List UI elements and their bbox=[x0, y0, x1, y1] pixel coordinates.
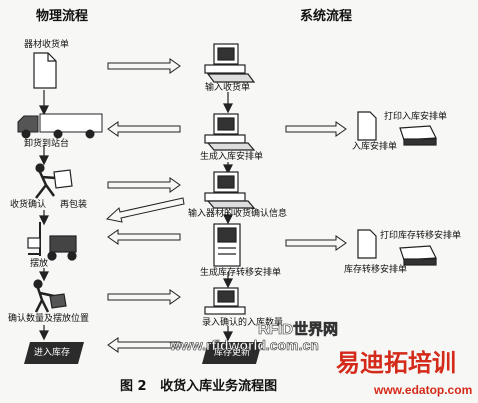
computer-icon bbox=[204, 171, 256, 209]
physical-step-label: 收货确认 bbox=[10, 200, 47, 210]
system-step-label: 输入器材的收货确认信息 bbox=[188, 209, 288, 219]
arrow-right bbox=[107, 289, 181, 305]
physical-step-label: 进入库存 bbox=[34, 348, 71, 358]
stock-update-icon bbox=[202, 342, 262, 364]
system-flow-line bbox=[223, 92, 233, 342]
computer-icon bbox=[204, 43, 256, 83]
printer-icon bbox=[399, 125, 437, 146]
edatop-watermark: 易迪拓培训 bbox=[336, 350, 456, 377]
physical-flow-line bbox=[39, 90, 49, 341]
document-label: 入库安排单 bbox=[352, 142, 398, 152]
physical-step-label: 器材收货单 bbox=[24, 40, 70, 50]
physical-flow-header: 物理流程 bbox=[36, 9, 89, 24]
edatop-url-watermark: www.edatop.com bbox=[374, 383, 473, 397]
figure-caption: 图 2 收货入库业务流程图 bbox=[120, 379, 278, 394]
arrow-left bbox=[107, 337, 181, 353]
arrow-left bbox=[107, 229, 181, 245]
truck-icon bbox=[17, 113, 103, 139]
system-step-label: 库存更新 bbox=[214, 348, 251, 358]
forklift-icon bbox=[27, 222, 77, 261]
worker-box-icon bbox=[35, 163, 73, 199]
system-flow-header: 系统流程 bbox=[300, 9, 353, 24]
stock-icon bbox=[24, 342, 84, 364]
rfidworld-watermark: RFID世界网 bbox=[258, 321, 339, 338]
arrow-right bbox=[285, 121, 347, 137]
arrow-right bbox=[285, 235, 347, 251]
document-icon bbox=[357, 111, 377, 141]
arrow-right bbox=[107, 58, 181, 74]
physical-step-label: 确认数量及摆放位置 bbox=[8, 314, 90, 324]
physical-step-label: 再包装 bbox=[60, 200, 88, 210]
print-label: 打印入库安排单 bbox=[384, 112, 448, 122]
system-step-label: 输入收货单 bbox=[205, 83, 251, 93]
print-label: 打印库存转移安排单 bbox=[380, 231, 462, 241]
arrow-right bbox=[107, 177, 181, 193]
arrow-left bbox=[107, 121, 181, 137]
physical-step-label: 卸货到站台 bbox=[24, 139, 70, 149]
document-icon bbox=[33, 52, 57, 89]
computer-icon bbox=[204, 287, 246, 315]
worker-pallet-icon bbox=[33, 279, 67, 313]
rfidworld-url-watermark: www.rfidworld.com.cn bbox=[170, 337, 319, 353]
system-step-label: 生成入库安排单 bbox=[200, 152, 264, 162]
document-label: 库存转移安排单 bbox=[344, 265, 408, 275]
physical-step-label: 摆放 bbox=[30, 259, 49, 269]
arrow-left-diagonal bbox=[105, 197, 185, 223]
system-step-label: 生成库存转移安排单 bbox=[200, 268, 282, 278]
system-step-label: 录入确认的入库数量 bbox=[202, 318, 284, 328]
server-icon bbox=[213, 223, 241, 267]
document-icon bbox=[357, 229, 377, 259]
computer-icon bbox=[204, 113, 256, 151]
printer-icon bbox=[399, 245, 437, 266]
